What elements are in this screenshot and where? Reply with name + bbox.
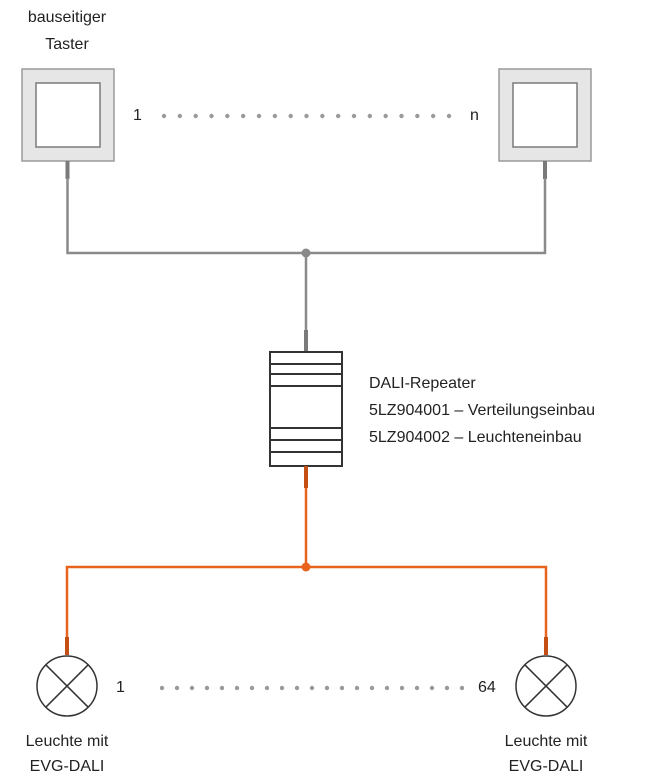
- series-dot: [264, 685, 270, 691]
- series-dot: [161, 113, 167, 119]
- series-dot: [225, 113, 230, 119]
- series-dot: [288, 113, 293, 119]
- series-dot: [272, 113, 278, 119]
- switch-index-first: 1: [133, 107, 142, 124]
- luminaire-series-dots: [159, 685, 465, 691]
- switch-index-last: n: [470, 107, 479, 124]
- luminaire-right-label-line2: EVG-DALI: [508, 758, 584, 775]
- luminaire-left-terminal: [65, 637, 69, 655]
- luminaire-left-icon: [36, 655, 98, 717]
- series-dot: [354, 685, 360, 691]
- series-dot: [415, 113, 420, 119]
- luminaire-right-terminal: [544, 637, 548, 655]
- series-dot: [399, 685, 405, 691]
- luminaire-left-label-line1: Leuchte mit: [25, 733, 109, 750]
- series-dot: [174, 685, 180, 691]
- series-dot: [383, 113, 388, 119]
- series-dot: [335, 113, 341, 119]
- repeater-model-distribution: 5LZ904001 – Verteilungseinbau: [369, 402, 595, 419]
- repeater-title: DALI-Repeater: [369, 375, 476, 392]
- series-dot: [219, 685, 225, 691]
- switch-series-dots: [161, 113, 452, 119]
- series-dot: [204, 685, 210, 691]
- series-dot: [234, 685, 240, 691]
- luminaire-left-label-line2: EVG-DALI: [29, 758, 105, 775]
- luminaire-right-label-line1: Leuchte mit: [504, 733, 588, 750]
- series-dot: [294, 685, 300, 691]
- series-dot: [430, 113, 436, 119]
- dali-repeater-module: [269, 351, 343, 467]
- push-button-right: [498, 68, 592, 179]
- push-button-left: [21, 68, 115, 179]
- switch-label-line1: bauseitiger: [27, 9, 107, 26]
- series-dot: [367, 113, 373, 119]
- repeater-input-terminal: [304, 330, 308, 352]
- series-dot: [399, 113, 404, 119]
- luminaire-right-icon: [515, 655, 577, 717]
- luminaire-index-last: 64: [478, 679, 496, 696]
- series-dot: [279, 685, 285, 691]
- series-dot: [384, 685, 390, 691]
- series-dot: [159, 685, 165, 691]
- luminaire-index-first: 1: [116, 679, 125, 696]
- series-dot: [339, 685, 345, 691]
- series-dot: [193, 113, 198, 119]
- series-dot: [459, 685, 465, 691]
- series-dot: [320, 113, 325, 119]
- series-dot: [369, 685, 375, 691]
- series-dot: [351, 113, 357, 119]
- series-dot: [304, 113, 309, 119]
- series-dot: [249, 685, 255, 691]
- repeater-output-terminal: [304, 466, 308, 488]
- series-dot: [444, 685, 450, 691]
- switch-label-line2: Taster: [45, 36, 89, 53]
- series-dot: [177, 113, 183, 119]
- series-dot: [189, 685, 195, 691]
- control-junction-node: [301, 248, 311, 258]
- series-dot: [429, 685, 435, 691]
- series-dot: [446, 113, 452, 119]
- series-dot: [240, 113, 246, 119]
- series-dot: [324, 685, 330, 691]
- repeater-model-luminaire: 5LZ904002 – Leuchteneinbau: [369, 429, 582, 446]
- series-dot: [309, 685, 315, 691]
- series-dot: [209, 113, 214, 119]
- dali-junction-node: [301, 562, 311, 572]
- series-dot: [414, 685, 420, 691]
- series-dot: [256, 113, 262, 119]
